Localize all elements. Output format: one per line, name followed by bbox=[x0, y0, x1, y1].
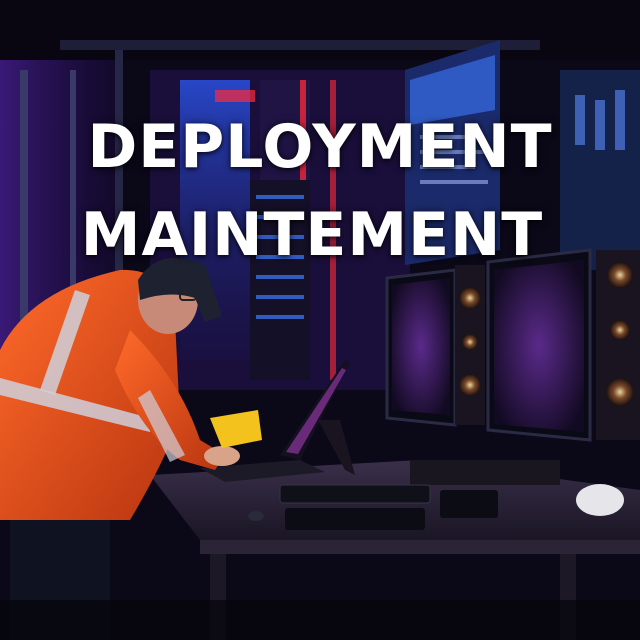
laptop-keyboard bbox=[200, 460, 325, 482]
glasses bbox=[179, 291, 197, 301]
device-box bbox=[285, 508, 425, 530]
monitor-base bbox=[410, 460, 560, 485]
hand bbox=[204, 446, 240, 466]
cap bbox=[138, 257, 222, 322]
server-rack bbox=[250, 180, 310, 380]
mouse bbox=[248, 511, 264, 521]
headline-line-2: MAINTEMENT bbox=[80, 200, 544, 270]
safety-vest bbox=[0, 269, 180, 520]
headline-line-1: DEPLOYMENT bbox=[87, 112, 553, 182]
yellow-card bbox=[210, 410, 262, 448]
smart-speaker bbox=[576, 484, 624, 516]
reflective-stripe bbox=[40, 290, 90, 395]
keyboard bbox=[279, 484, 431, 504]
